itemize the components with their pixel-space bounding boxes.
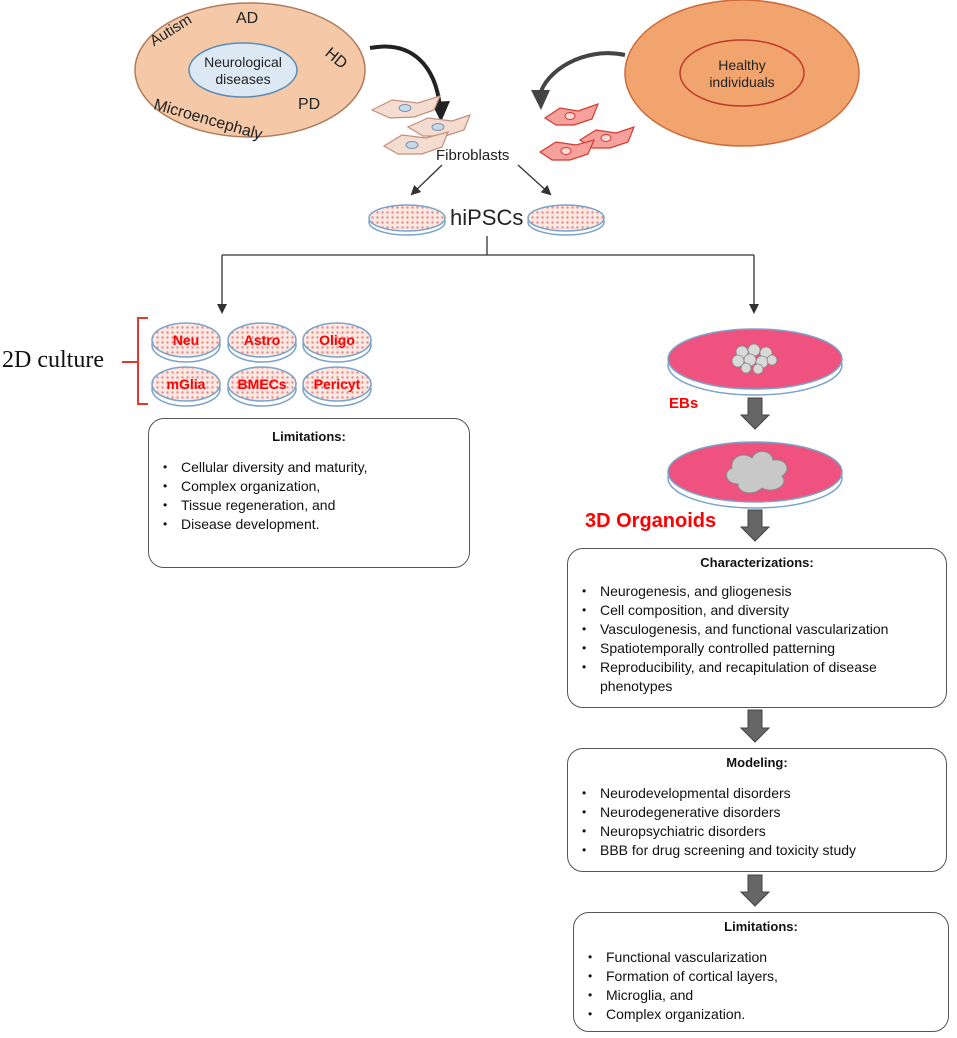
list-item: Complex organization,: [159, 477, 459, 496]
list-item: BBB for drug screening and toxicity stud…: [578, 841, 936, 860]
arrows-to-hipscs: [410, 164, 552, 196]
list-item: Complex organization.: [584, 1005, 938, 1024]
fibroblasts-label: Fibroblasts: [436, 147, 510, 164]
dish-label-bmecs: BMECs: [237, 376, 287, 392]
limitations-3d-box: Limitations: Functional vascularization …: [573, 912, 949, 1032]
culture-dishes: [151, 322, 372, 407]
organoid-dish: [667, 441, 843, 509]
block-arrow-3: [739, 709, 771, 743]
culture-2d-label: 2D culture: [2, 347, 104, 373]
modeling-box: Modeling: Neurodevelopmental disorders N…: [567, 748, 947, 872]
block-arrow-2: [739, 509, 771, 542]
limitations-2d-box: Limitations: Cellular diversity and matu…: [148, 418, 470, 568]
healthy-individuals-label: Healthy individuals: [709, 57, 775, 90]
list-item: Neurodegenerative disorders: [578, 803, 936, 822]
fibroblast-cells-left: [370, 95, 472, 155]
pd-label: PD: [298, 96, 321, 113]
neurological-diseases-label: Neurological diseases: [204, 54, 282, 87]
organoids-label: 3D Organoids: [585, 510, 717, 532]
dish-label-pericyt: Pericyt: [313, 376, 361, 392]
hipscs-label: hiPSCs: [450, 205, 524, 230]
hipsc-dish-left: [368, 204, 446, 236]
list-item: Spatiotemporally controlled patterning: [578, 639, 936, 658]
list-item: Tissue regeneration, and: [159, 496, 459, 515]
list-item: Microglia, and: [584, 986, 938, 1005]
ebs-label: EBs: [669, 395, 699, 412]
modeling-title: Modeling:: [726, 755, 788, 770]
list-item: Vasculogenesis, and functional vasculari…: [578, 620, 936, 639]
culture-bracket: [122, 317, 148, 405]
limitations-3d-title: Limitations:: [724, 919, 798, 934]
dish-label-mglia: mGlia: [166, 376, 206, 392]
eb-dish: [667, 328, 843, 396]
branch-connector: [217, 236, 759, 314]
curved-arrow-right: [531, 51, 626, 110]
disease-oval: [134, 2, 366, 138]
dish-label-oligo: Oligo: [319, 332, 355, 348]
list-item: Reproducibility, and recapitulation of d…: [578, 658, 936, 696]
list-item: Functional vascularization: [584, 948, 938, 967]
list-item: Cell composition, and diversity: [578, 601, 936, 620]
dish-label-neu: Neu: [172, 332, 200, 348]
hipsc-dish-right: [527, 204, 605, 236]
dish-label-astro: Astro: [243, 332, 281, 348]
list-item: Cellular diversity and maturity,: [159, 458, 459, 477]
ad-label: AD: [236, 10, 259, 27]
block-arrow-1: [739, 397, 771, 430]
list-item: Formation of cortical layers,: [584, 967, 938, 986]
block-arrow-4: [739, 874, 771, 907]
list-item: Neurodevelopmental disorders: [578, 784, 936, 803]
limitations-2d-title: Limitations:: [272, 429, 346, 444]
characterizations-box: Characterizations: Neurogenesis, and gli…: [567, 548, 947, 708]
list-item: Neuropsychiatric disorders: [578, 822, 936, 841]
characterizations-title: Characterizations:: [700, 555, 814, 570]
healthy-oval: [624, 0, 860, 147]
list-item: Neurogenesis, and gliogenesis: [578, 582, 936, 601]
list-item: Disease development.: [159, 515, 459, 534]
fibroblast-cells-right: [538, 102, 636, 161]
